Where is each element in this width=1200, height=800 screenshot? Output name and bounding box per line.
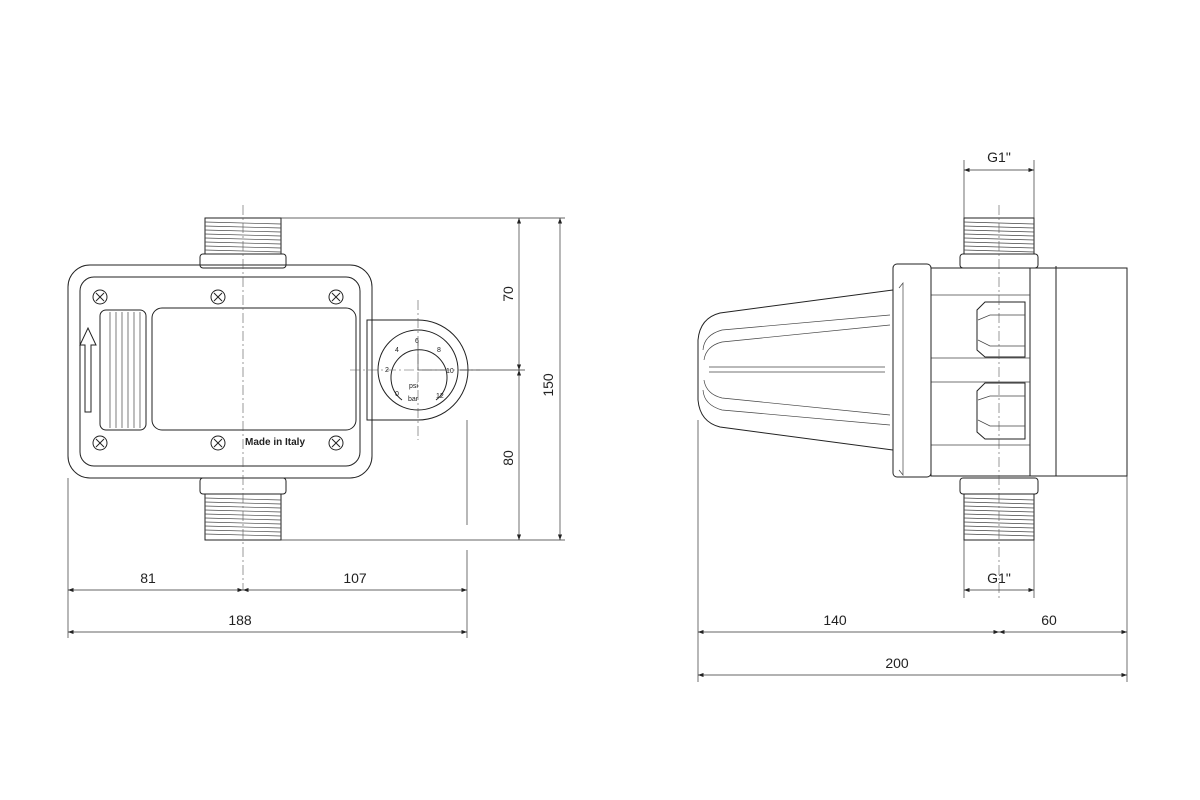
- dim-total-length: 200: [885, 655, 909, 671]
- gauge-tick: 2: [385, 367, 389, 374]
- screw-icon: [210, 289, 226, 305]
- screw-icon: [210, 435, 226, 451]
- dim-thread-bottom: G1": [987, 570, 1011, 586]
- dim-total-height: 150: [540, 373, 556, 397]
- screw-icon: [328, 289, 344, 305]
- front-dimensions: 70 80 150 81 107 188: [67, 217, 565, 638]
- knob-flange: [892, 263, 932, 478]
- thread-line: [204, 233, 282, 237]
- dim-upper-height: 70: [500, 286, 516, 302]
- gauge-unit-bar: bar: [408, 396, 419, 403]
- display-window: [151, 307, 357, 431]
- thread-line: [331, 292, 341, 302]
- thread-line: [95, 438, 105, 448]
- thread-line: [963, 521, 1035, 525]
- thread-line: [204, 521, 282, 525]
- thread-line: [963, 233, 1035, 237]
- front-view: Made in Italy psi bar 0 2 4 6 8 10 12: [67, 205, 565, 638]
- gauge-tick: 0: [395, 391, 399, 398]
- dim-total-width: 188: [228, 612, 252, 628]
- gauge-tick: 6: [415, 338, 419, 345]
- thread-line: [213, 292, 223, 302]
- made-in-italy-label: Made in Italy: [245, 437, 305, 448]
- screw-icon: [92, 435, 108, 451]
- gauge-tick: 4: [395, 347, 399, 354]
- thread-line: [963, 525, 1035, 529]
- thread-line: [213, 438, 223, 448]
- dim-left-width: 81: [140, 570, 156, 586]
- dim-knob-length: 140: [823, 612, 847, 628]
- screw-icon: [328, 435, 344, 451]
- thread-line: [963, 237, 1035, 241]
- ribbed-knob: [99, 309, 147, 431]
- side-knob: [697, 289, 894, 451]
- dim-lower-height: 80: [500, 450, 516, 466]
- screw-icon: [92, 289, 108, 305]
- housing: [67, 264, 373, 479]
- gauge-tick: 8: [437, 347, 441, 354]
- dim-body-length: 60: [1041, 612, 1057, 628]
- thread-line: [95, 292, 105, 302]
- thread-line: [204, 525, 282, 529]
- dim-right-width: 107: [343, 570, 367, 586]
- side-view: G1" G1" 140 60 200: [697, 149, 1128, 682]
- flow-arrow-icon: [79, 326, 97, 413]
- gauge-tick: 12: [436, 393, 444, 400]
- gauge-tick: 10: [446, 368, 454, 375]
- gauge-unit-psi: psi: [409, 383, 418, 390]
- side-dimensions: G1" G1" 140 60 200: [697, 149, 1128, 682]
- thread-line: [204, 237, 282, 241]
- dim-thread-top: G1": [987, 149, 1011, 165]
- thread-line: [331, 438, 341, 448]
